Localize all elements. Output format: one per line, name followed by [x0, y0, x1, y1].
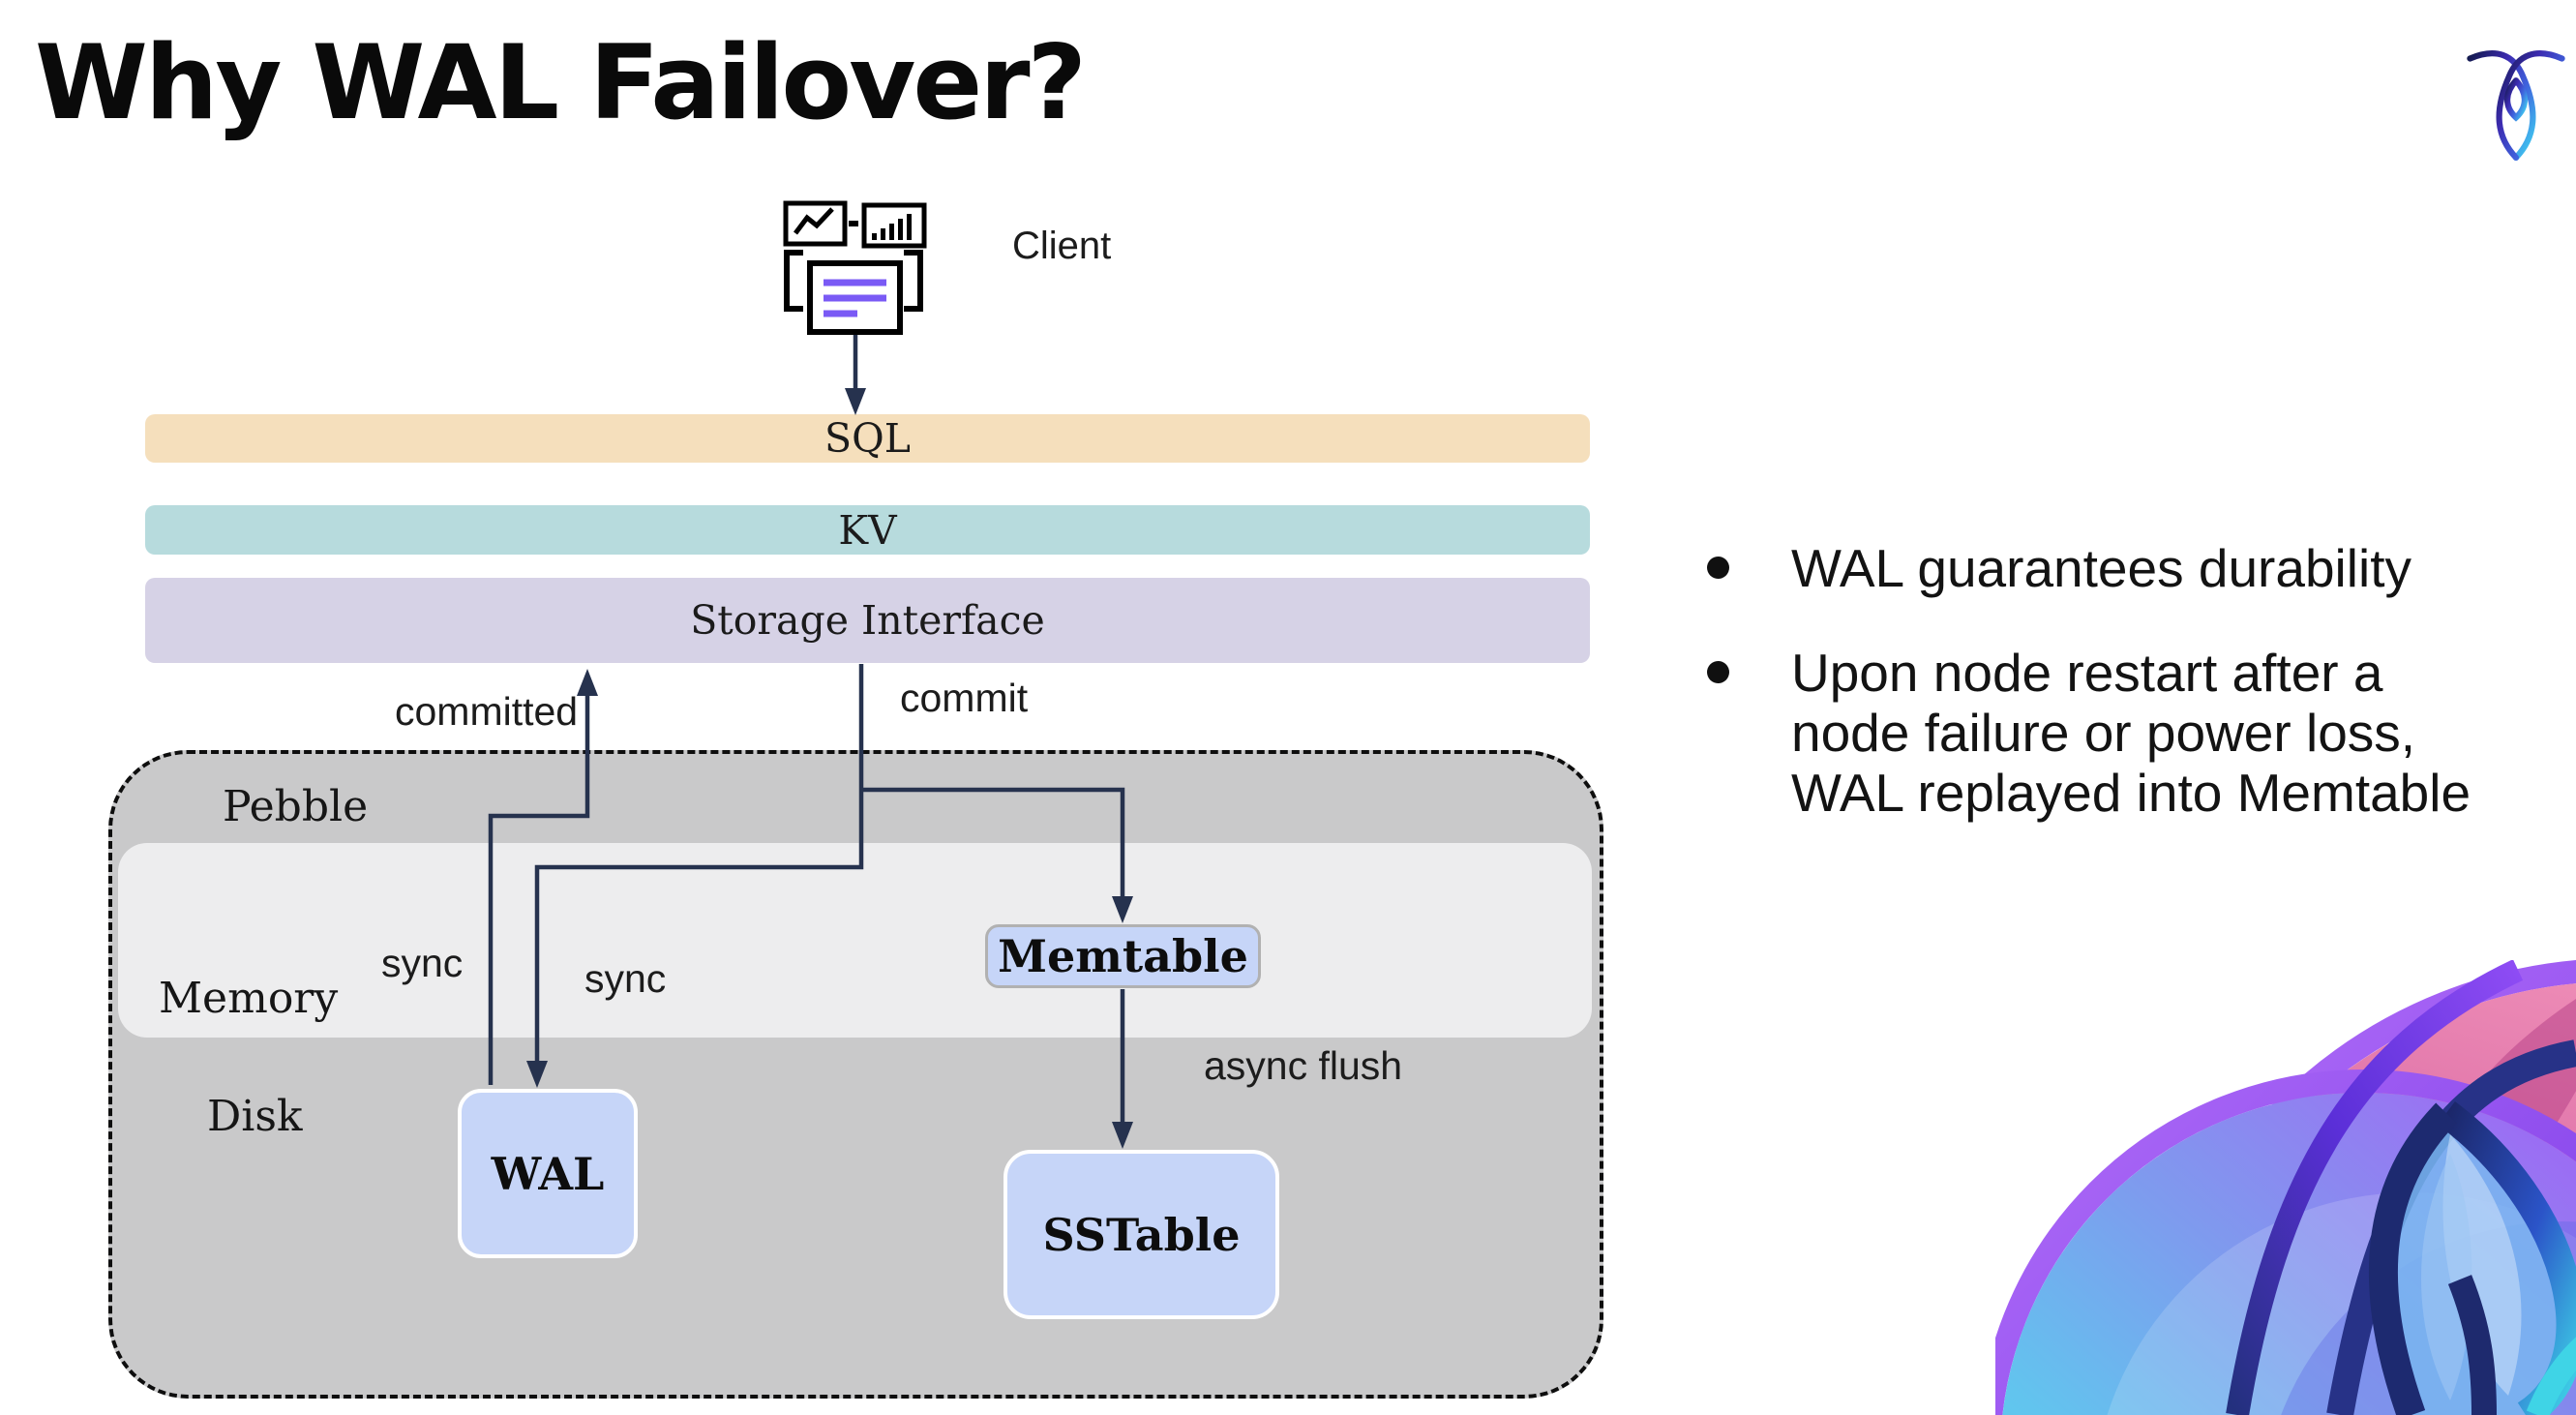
list-item: WAL guarantees durability — [1707, 538, 2510, 598]
mark-body-leaf — [2421, 1154, 2472, 1400]
bar-chart-icon — [861, 202, 927, 249]
memtable-node: Memtable — [985, 924, 1261, 988]
sync-right-label: sync — [584, 956, 667, 1001]
layer-kv: KV — [145, 505, 1590, 555]
arrowhead — [845, 388, 866, 415]
wal-node: WAL — [458, 1089, 638, 1258]
mark-body-edge — [2369, 1102, 2457, 1415]
disk-label: Disk — [207, 1092, 303, 1141]
line-chart-icon — [783, 200, 848, 247]
mark-stem — [2447, 1275, 2497, 1415]
bullet-dot — [1707, 557, 1729, 579]
document-icon — [784, 250, 923, 335]
async-flush-label: async flush — [1204, 1043, 1403, 1088]
page-title: Why WAL Failover? — [35, 23, 1087, 142]
sstable-node: SSTable — [1003, 1150, 1279, 1319]
layer-storage-interface: Storage Interface — [145, 578, 1590, 663]
layer-sql: SQL — [145, 414, 1590, 463]
bullet-text: Upon node restart after a node failure o… — [1791, 643, 2471, 823]
list-item: Upon node restart after a node failure o… — [1707, 643, 2510, 823]
memory-label: Memory — [159, 974, 339, 1023]
commit-label: commit — [900, 676, 1029, 720]
brand-artwork — [1995, 960, 2576, 1415]
mark-cyan-arc — [2526, 1337, 2576, 1415]
dash-connector — [849, 221, 858, 226]
bullet-list: WAL guarantees durability Upon node rest… — [1707, 538, 2510, 867]
pebble-label: Pebble — [223, 782, 369, 831]
memory-band — [118, 843, 1592, 1038]
committed-label: committed — [395, 689, 579, 734]
cockroach-logo-icon — [2467, 50, 2565, 161]
client-icon — [783, 200, 927, 335]
mark-antenna-arc — [2226, 960, 2524, 1415]
sync-left-label: sync — [381, 941, 464, 985]
client-label: Client — [1012, 225, 1112, 267]
bullet-text: WAL guarantees durability — [1791, 538, 2411, 598]
bullet-dot — [1707, 661, 1729, 683]
arrowhead — [577, 669, 598, 696]
